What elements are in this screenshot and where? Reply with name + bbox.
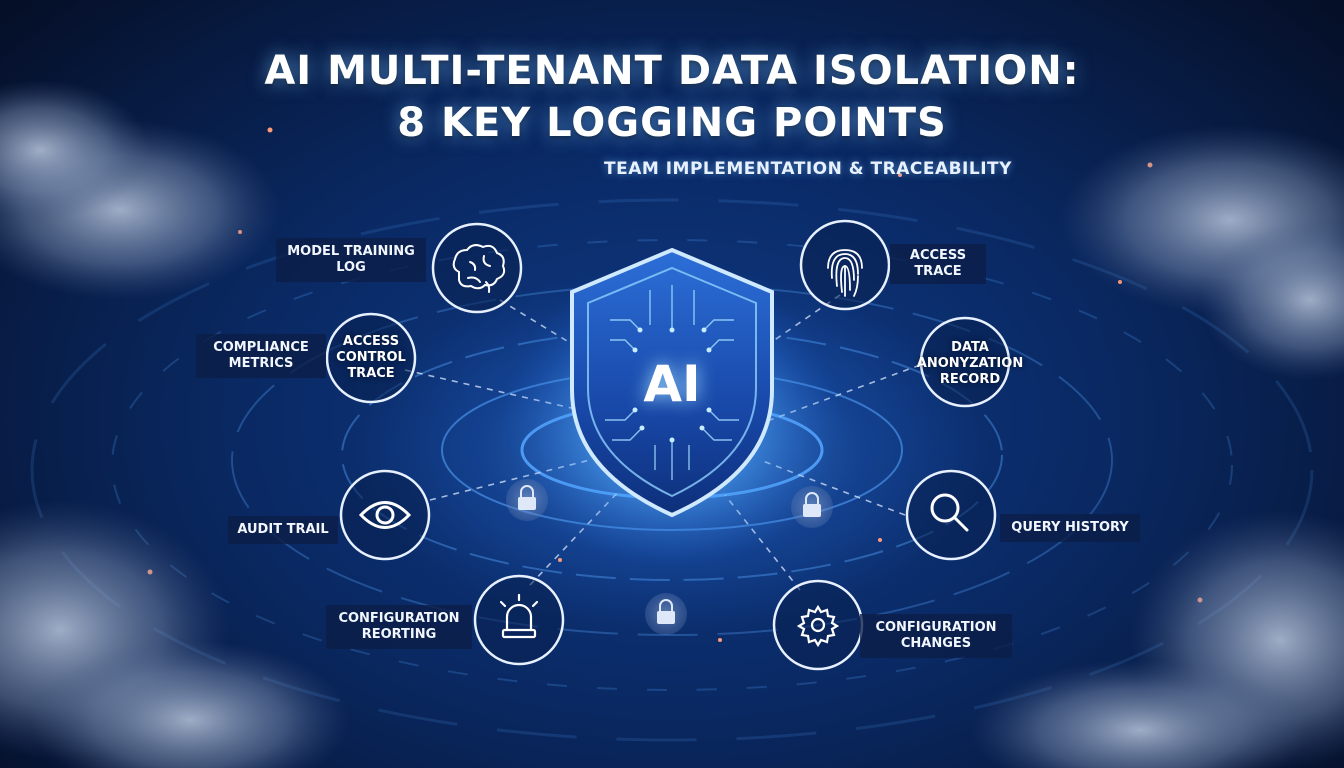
gear-icon <box>796 604 840 648</box>
alarm-light-icon <box>499 593 539 639</box>
label-access-trace: ACCESS TRACE <box>890 244 986 284</box>
fingerprint-icon <box>827 249 863 297</box>
lock-icon <box>791 486 833 528</box>
label-configuration-changes: CONFIGURATION CHANGES <box>860 614 1012 658</box>
node-circle-access-trace <box>799 219 891 311</box>
node-circle-configuration-reorting <box>473 574 565 666</box>
label-model-training-log: MODEL TRAINING LOG <box>276 238 426 282</box>
shield-icon <box>570 247 774 518</box>
node-circle-access-control-trace <box>325 312 417 404</box>
node-text-access-control-trace: ACCESS CONTROL TRACE <box>336 334 406 381</box>
node-circle-query-history <box>905 469 997 561</box>
label-audit-trail: AUDIT TRAIL <box>228 516 338 544</box>
brain-icon <box>452 244 506 293</box>
node-circle-configuration-changes <box>772 579 864 671</box>
node-circle-model-training-log <box>431 222 523 314</box>
label-configuration-reorting: CONFIGURATION REORTING <box>326 605 472 649</box>
page-subtitle: TEAM IMPLEMENTATION & TRACEABILITY <box>604 159 1012 179</box>
label-compliance-metrics: COMPLIANCE METRICS <box>196 334 326 378</box>
node-circle-audit-trail <box>339 469 431 561</box>
magnifier-icon <box>930 493 969 532</box>
label-query-history: QUERY HISTORY <box>1000 514 1140 542</box>
eye-icon <box>358 501 412 529</box>
page-title-line-1: AI MULTI-TENANT DATA ISOLATION: <box>264 48 1080 94</box>
clouds <box>0 80 1344 768</box>
node-text-data-anonyzation-record: DATA ANONYZATION RECORD <box>916 340 1024 387</box>
node-circles <box>325 219 1011 671</box>
lock-icon <box>645 593 687 635</box>
node-circle-data-anonyzation-record <box>919 316 1011 408</box>
lock-icon <box>506 479 548 521</box>
shield-ai-text: AI <box>643 355 701 413</box>
page-title-line-2: 8 KEY LOGGING POINTS <box>397 100 947 146</box>
